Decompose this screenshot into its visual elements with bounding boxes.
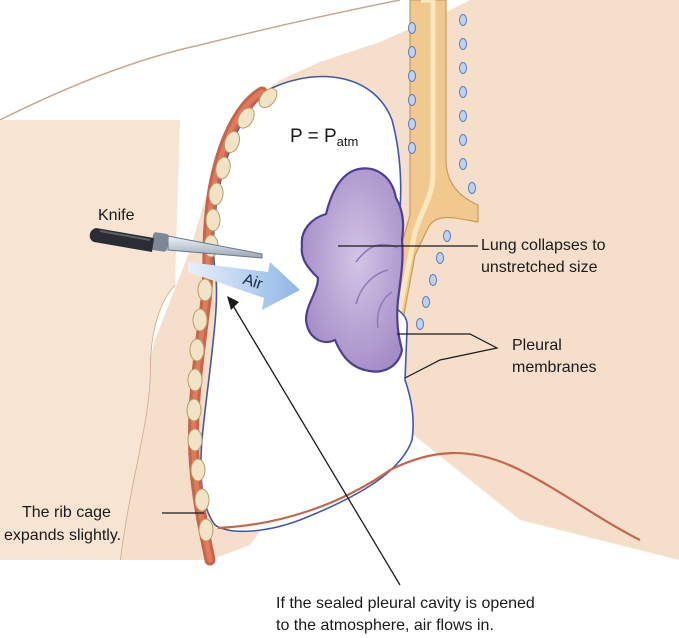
trachea-cartilage-rings [408, 14, 476, 330]
diaphragm-line [217, 452, 641, 541]
pleural-label-line2: membranes [512, 359, 597, 376]
pleural-label-line1: Pleural [512, 337, 562, 354]
pressure-equation: P = Patm [290, 126, 359, 149]
ribcage-label-line1: The rib cage [22, 504, 111, 521]
caption-line1: If the sealed pleural cavity is opened [276, 595, 535, 612]
knife-icon [89, 228, 263, 259]
caption-arrowhead [227, 296, 239, 310]
ribcage-label-line2: expands slightly. [4, 527, 122, 544]
skin-lower-left [0, 120, 180, 560]
lung-label-line2: unstretched size [481, 259, 598, 276]
lung-label-line1: Lung collapses to [481, 237, 606, 254]
knife-label: Knife [98, 207, 135, 224]
trachea-inner [395, 0, 436, 319]
torso-outline [0, 0, 401, 121]
rib-cartilages [186, 87, 278, 542]
air-arrow [188, 262, 300, 310]
caption-leader-line [231, 303, 401, 586]
caption-line2: to the atmosphere, air flows in. [276, 617, 494, 634]
pleural-leader-line [397, 333, 499, 379]
